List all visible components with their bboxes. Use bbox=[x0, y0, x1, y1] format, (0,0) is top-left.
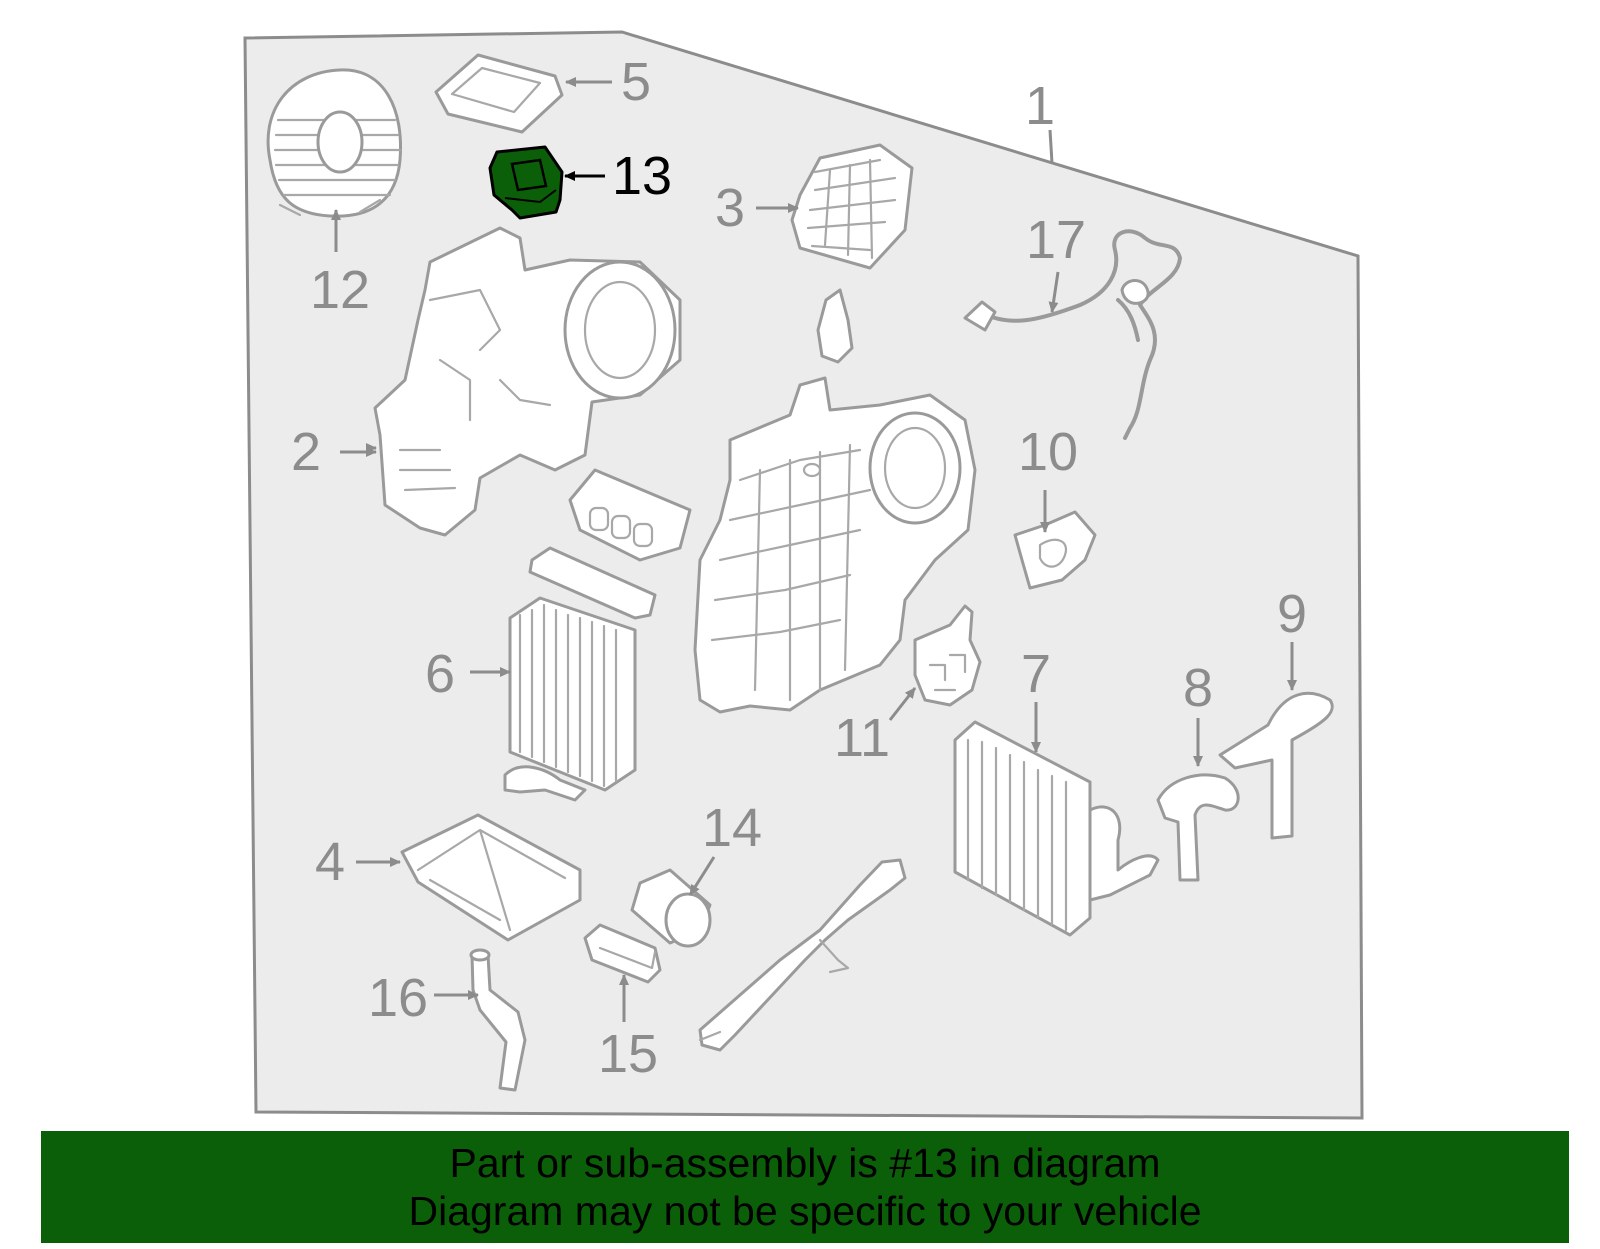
callout-15: 15 bbox=[598, 1024, 658, 1084]
callout-6: 6 bbox=[425, 644, 455, 704]
callout-5: 5 bbox=[621, 52, 651, 112]
callout-17: 17 bbox=[1026, 210, 1086, 270]
callout-1: 1 bbox=[1025, 76, 1055, 136]
banner-line-disclaimer: Diagram may not be specific to your vehi… bbox=[408, 1188, 1202, 1234]
part-4-drain-pan bbox=[400, 813, 582, 942]
callout-9: 9 bbox=[1277, 584, 1307, 644]
callout-16: 16 bbox=[368, 968, 428, 1028]
part-15-block bbox=[583, 923, 662, 984]
callout-12: 12 bbox=[310, 260, 370, 320]
part-13-highlighted bbox=[488, 145, 564, 220]
part-16-hose bbox=[469, 948, 527, 1092]
callout-7: 7 bbox=[1021, 644, 1051, 704]
part-9-pipe bbox=[1218, 691, 1334, 840]
callout-2: 2 bbox=[291, 422, 321, 482]
callout-10: 10 bbox=[1018, 422, 1078, 482]
part-2-case bbox=[373, 226, 682, 537]
banner-line-part: Part or sub-assembly is #13 in diagram bbox=[449, 1140, 1161, 1186]
part-11-actuator bbox=[913, 604, 982, 707]
part-6-evaporator bbox=[503, 596, 637, 802]
part-gasket-strip bbox=[528, 546, 657, 620]
callout-8: 8 bbox=[1183, 658, 1213, 718]
callout-leaders bbox=[331, 77, 1297, 1022]
callout-3: 3 bbox=[715, 178, 745, 238]
part-bracket-small bbox=[816, 288, 854, 364]
callout-14: 14 bbox=[702, 798, 762, 858]
part-grille bbox=[568, 468, 692, 562]
part-10-bracket bbox=[1013, 510, 1097, 590]
callout-11: 11 bbox=[834, 708, 890, 768]
part-7-heater-core bbox=[953, 720, 1160, 937]
info-banner: Part or sub-assembly is #13 in diagram D… bbox=[41, 1131, 1569, 1243]
callout-13: 13 bbox=[612, 146, 672, 206]
part-1-main-case bbox=[693, 376, 977, 714]
callout-numbers: 1 2 3 4 5 6 7 8 9 10 11 12 13 14 15 16 1… bbox=[291, 52, 1307, 1084]
part-5-gasket bbox=[434, 53, 564, 134]
part-12-blower-motor bbox=[266, 68, 403, 218]
part-17-harness bbox=[963, 229, 1182, 440]
part-long-pipe bbox=[698, 858, 907, 1052]
callout-4: 4 bbox=[315, 832, 345, 892]
part-8-pipe bbox=[1156, 773, 1240, 882]
part-3-housing bbox=[790, 143, 914, 270]
